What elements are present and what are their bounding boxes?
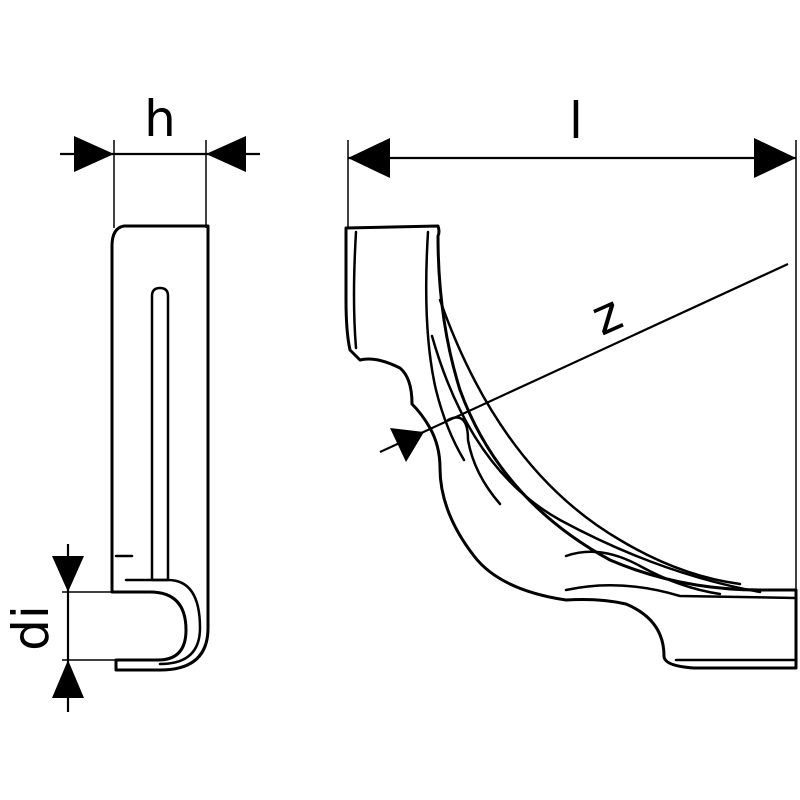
angle-view-inner-bead	[564, 550, 722, 596]
di-label: di	[2, 605, 60, 651]
h-arrow-left	[74, 136, 114, 172]
l-label: l	[569, 92, 583, 150]
dimension-di: di	[2, 544, 158, 712]
dimension-l: l	[347, 92, 797, 590]
side-view-body	[110, 224, 210, 672]
angle-view-body	[344, 224, 798, 670]
angle-view-rib-1	[438, 298, 742, 586]
side-view-rib	[150, 286, 170, 582]
h-arrow-right	[206, 136, 246, 172]
dimension-h: h	[60, 90, 260, 228]
di-arrow-bottom	[52, 660, 84, 698]
di-arrow-top	[52, 556, 84, 592]
z-dimension-line	[379, 263, 789, 453]
h-label: h	[144, 90, 176, 148]
angle-view-rib-2	[430, 334, 762, 594]
z-label: z	[583, 283, 631, 347]
l-arrow-right	[754, 138, 796, 178]
angle-view-lower-bead	[564, 583, 798, 600]
angle-view-rib-3	[446, 416, 502, 506]
side-view-inner-bead	[124, 578, 202, 666]
side-view	[110, 224, 210, 672]
angle-view-left-lip	[352, 230, 358, 350]
l-arrow-left	[348, 138, 390, 178]
angle-view-inner-edge-outer	[424, 230, 466, 462]
z-arrow	[390, 428, 424, 462]
angle-view	[344, 224, 798, 670]
